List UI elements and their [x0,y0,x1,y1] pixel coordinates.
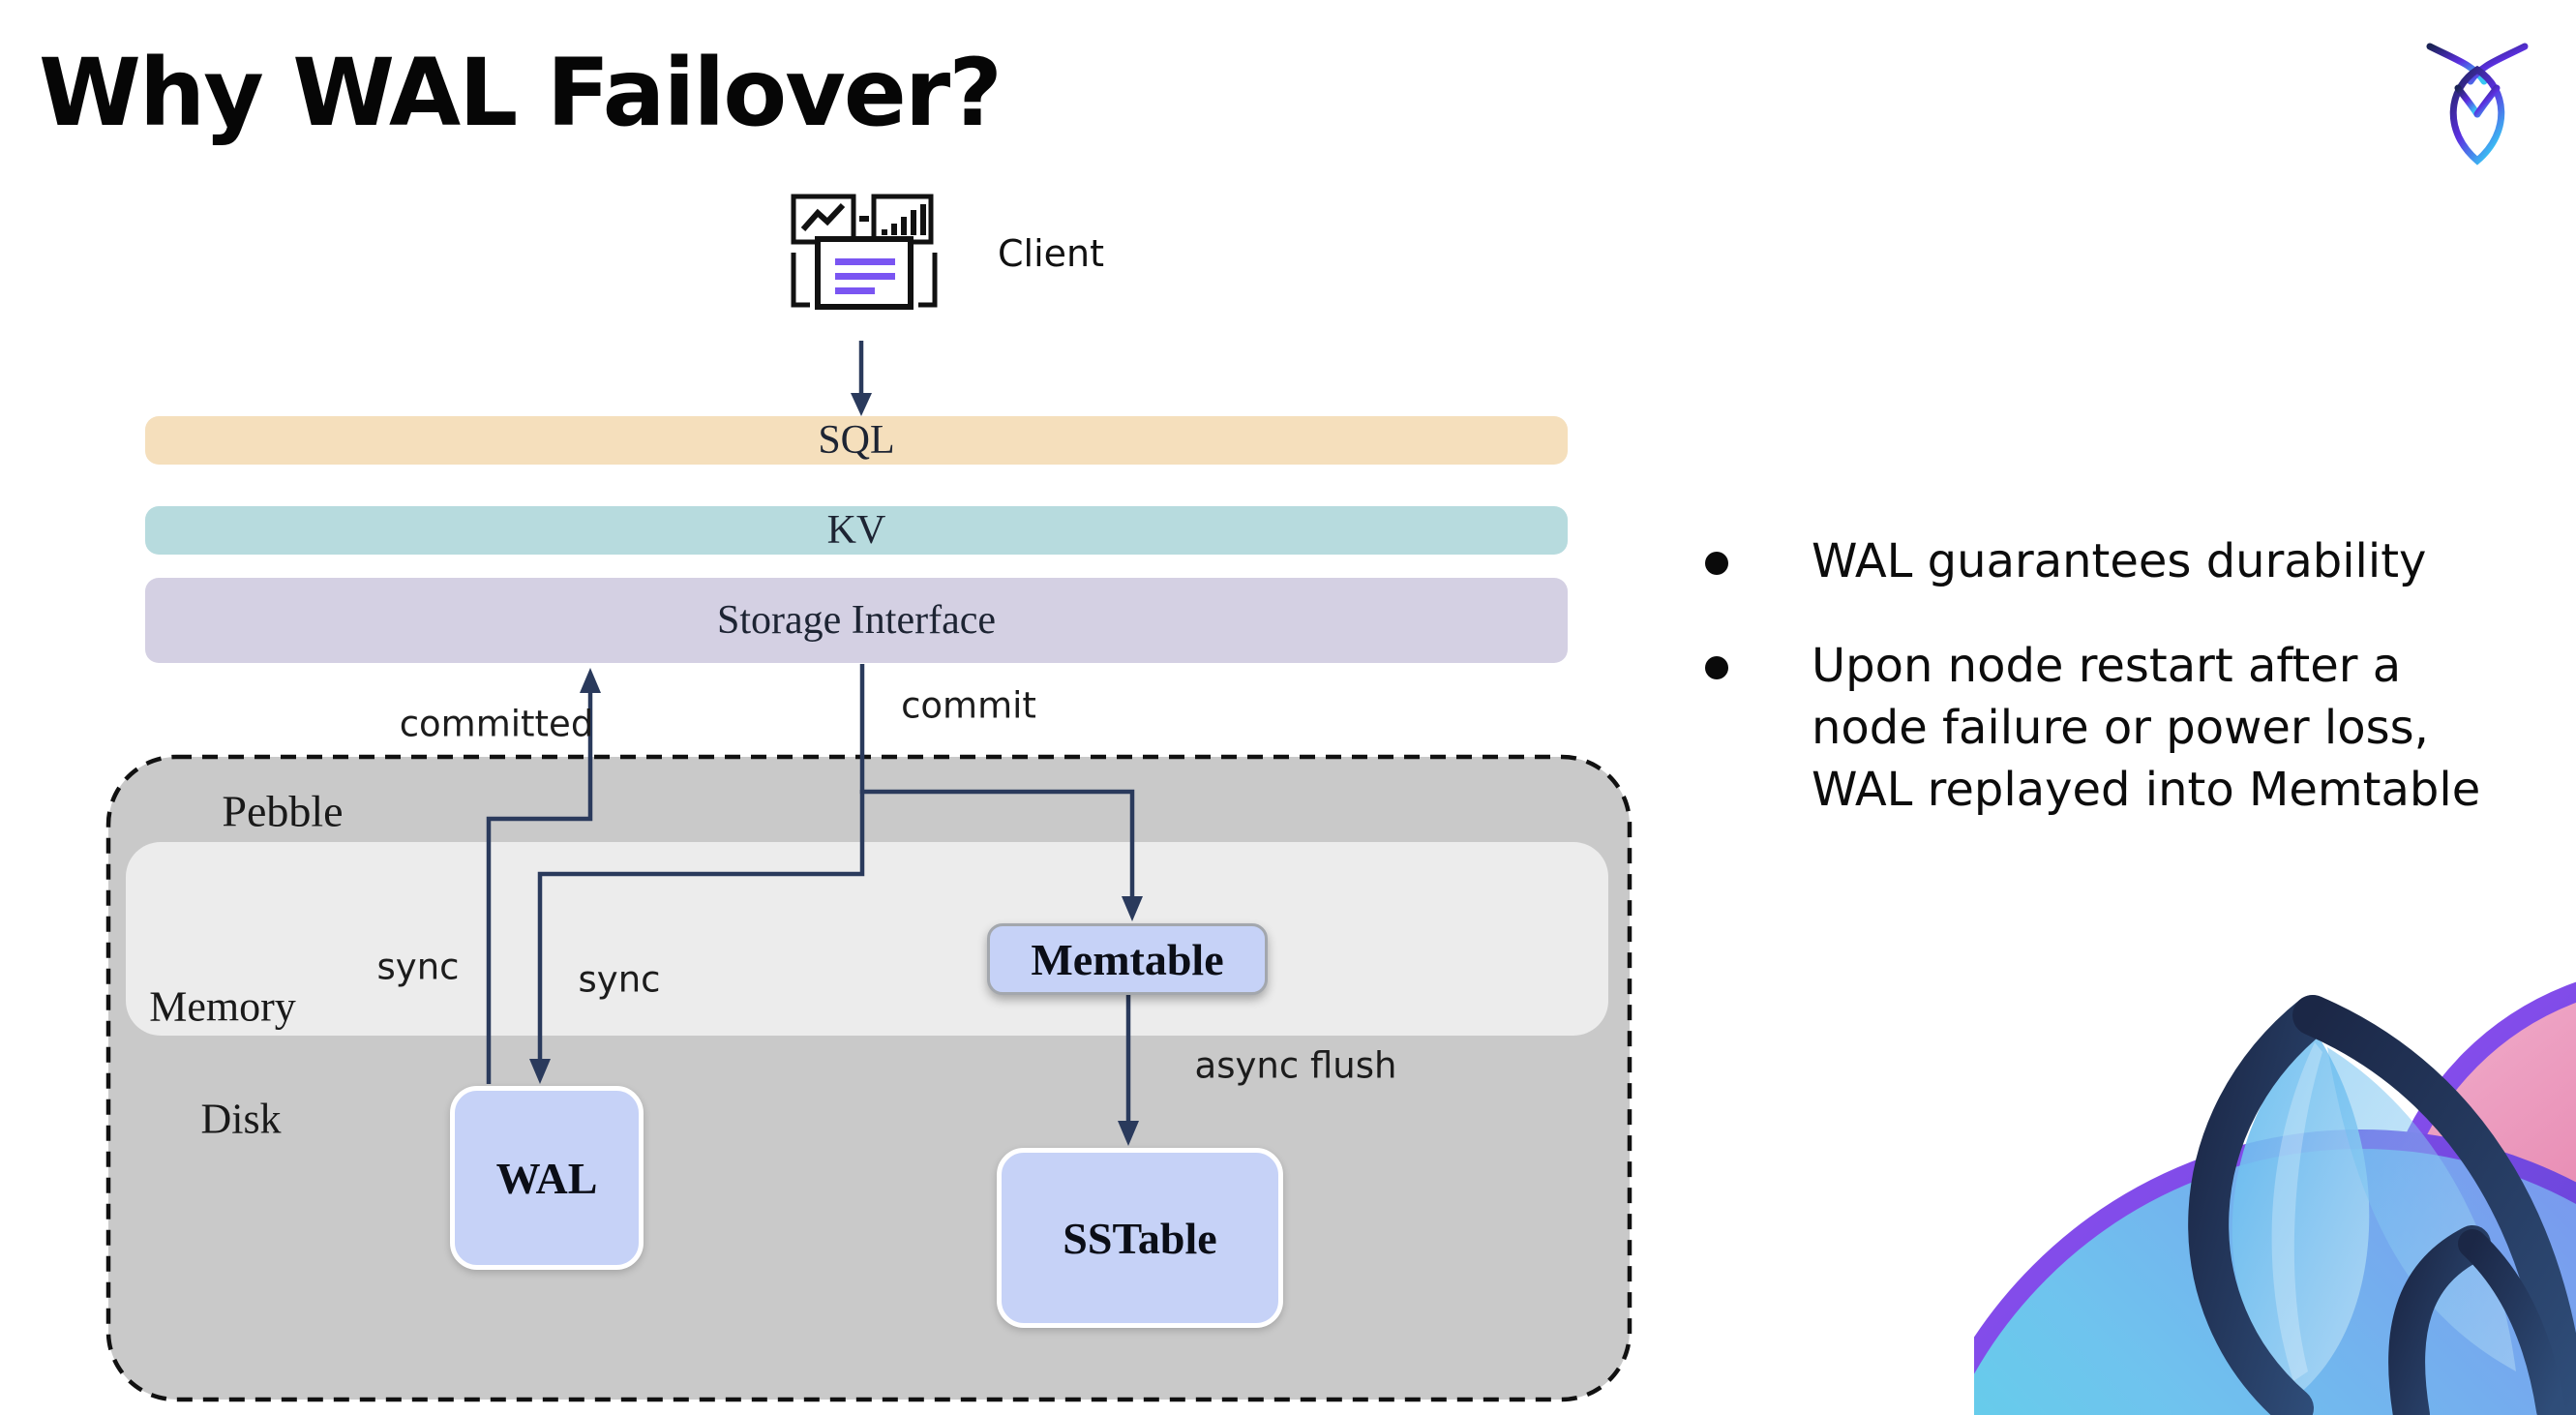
layer-storage-interface: Storage Interface [145,578,1568,663]
arrow-heads [529,393,1143,1146]
bullet-2-line-2: node failure or power loss, [1812,701,2429,755]
wal-label: WAL [495,1153,598,1203]
layer-kv-label: KV [826,508,886,553]
client-label: Client [997,232,1105,275]
memtable-label: Memtable [1031,934,1224,984]
bullet-icon [1705,552,1728,575]
bullet-2-line-1: Upon node restart after a [1812,639,2402,693]
layer-sql: SQL [145,416,1568,465]
list-item: Upon node restart after a node failure o… [1705,635,2576,821]
connector-lines [486,341,1135,1134]
client-icon [791,194,938,310]
layer-storage-label: Storage Interface [717,598,996,643]
bullet-list: WAL guarantees durability Upon node rest… [1705,530,2576,863]
list-item: WAL guarantees durability [1705,530,2576,592]
wal-node: WAL [450,1086,644,1270]
cockroachdb-corner-art-icon [1974,981,2576,1415]
page-title: Why WAL Failover? [39,39,1003,147]
edge-label-sync-right: sync [578,958,661,1001]
layer-kv: KV [145,506,1568,555]
edge-label-sync-left: sync [376,946,460,988]
sstable-label: SSTable [1063,1213,1217,1263]
bullet-icon [1705,656,1728,679]
disk-label: Disk [200,1095,282,1143]
pebble-label: Pebble [222,786,344,836]
bullet-2-line-3: WAL replayed into Memtable [1812,763,2481,817]
edge-label-async-flush: async flush [1194,1044,1397,1087]
layer-sql-label: SQL [818,418,895,463]
memtable-node: Memtable [987,923,1268,995]
sstable-node: SSTable [997,1148,1283,1328]
bullet-1-line-1: WAL guarantees durability [1812,534,2427,588]
memory-label: Memory [149,982,296,1031]
cockroachdb-logo-icon [2426,43,2529,166]
edge-label-commit: commit [901,684,1036,727]
dash-connector [859,216,869,222]
memory-band [126,842,1608,1036]
edge-label-committed: committed [399,703,594,745]
